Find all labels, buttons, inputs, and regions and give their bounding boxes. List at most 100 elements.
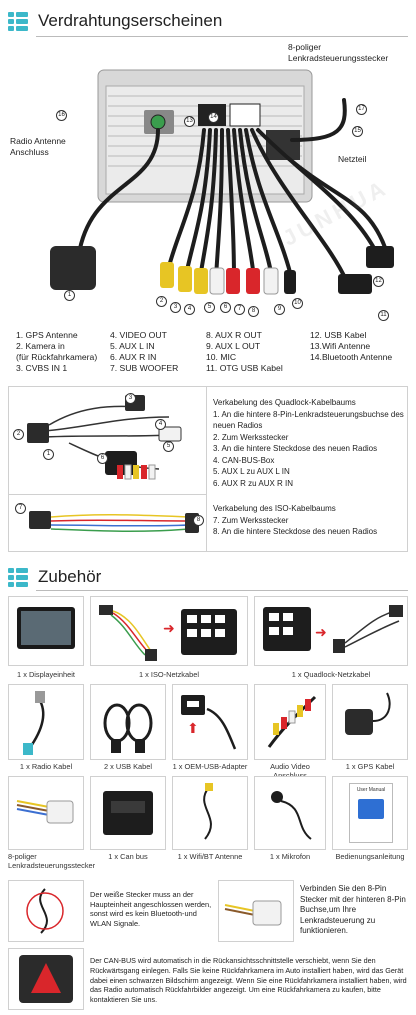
marker-9: 9 <box>274 304 285 315</box>
marker-3: 3 <box>170 302 181 313</box>
usb-cables-image <box>103 703 153 753</box>
note-wifi-text: Der weiße Stecker muss an der Haupteinhe… <box>90 890 212 928</box>
q-marker-3: 3 <box>125 393 136 404</box>
title-rule <box>36 590 408 591</box>
wiring-diagram: 8-poliger Lenkradsteuerungsstecker Radio… <box>8 40 408 322</box>
acc-caption: 1 x Radio Kabel <box>19 762 73 771</box>
quadlock-illustration: 2 3 4 5 6 1 <box>9 387 207 495</box>
av-cable-image <box>267 695 317 748</box>
acc-av-cable <box>254 684 326 760</box>
acc-display <box>8 596 84 666</box>
radio-cable-image <box>23 691 45 755</box>
acc-caption: 2 x USB Kabel <box>103 762 153 771</box>
acc-caption: 1 x Wifi/BT Antenne <box>177 852 243 861</box>
antenna-connector-label: Radio Antenne Anschluss <box>10 136 66 157</box>
marker-13: 13 <box>184 116 195 127</box>
marker-15: 15 <box>352 126 363 137</box>
q-marker-4: 4 <box>155 419 166 430</box>
manual-cover-art <box>358 799 384 819</box>
accessories-heading: Zubehör <box>38 567 102 586</box>
quadlock-harness-drawing <box>27 395 182 480</box>
marker-1: 1 <box>64 290 75 301</box>
marker-16: 16 <box>56 110 67 121</box>
quadlock-heading: Verkabelung des Quadlock-Kabelbaums <box>213 398 356 407</box>
iso-illustration: 7 8 <box>9 495 207 551</box>
list-icon <box>8 11 28 31</box>
svg-text:⬆: ⬆ <box>187 720 199 736</box>
acc-caption: 1 x Mikrofon <box>269 852 311 861</box>
acc-caption: 1 x OEM-USB-Adapter <box>172 762 248 771</box>
acc-caption: Bedienungsanleitung <box>335 852 405 861</box>
marker-11: 11 <box>378 310 389 321</box>
svg-text:➜: ➜ <box>163 620 175 636</box>
camera-warning-image <box>19 955 73 1003</box>
i-marker-7: 7 <box>15 503 26 514</box>
marker-17: 17 <box>356 104 367 115</box>
iso-cable-image: ➜ <box>99 605 237 661</box>
q-marker-5: 5 <box>163 441 174 452</box>
iso-description: Verkabelung des ISO-Kabelbaums 7. Zum We… <box>213 503 405 538</box>
acc-gps <box>332 684 408 760</box>
marker-8: 8 <box>248 306 259 317</box>
harness-panel: 2 3 4 5 6 1 7 8 Verkabelung des Quadlock… <box>8 386 408 552</box>
acc-caption: 8-poliger Lenkradsteuerungsstecker <box>8 852 96 870</box>
title-rule <box>36 36 408 37</box>
acc-canbus <box>90 776 166 850</box>
q-marker-6: 6 <box>97 453 108 464</box>
note-camera-text: Der CAN-BUS wird automatisch in die Rück… <box>90 956 407 1005</box>
acc-caption: 1 x ISO-Netzkabel <box>139 670 199 679</box>
i-marker-8: 8 <box>193 515 204 526</box>
acc-caption: Audio Video Anschluss <box>270 762 310 780</box>
marker-5: 5 <box>204 302 215 313</box>
acc-microphone <box>254 776 326 850</box>
wiring-illustration <box>50 69 394 295</box>
acc-8pin-connector <box>8 776 84 850</box>
canbus-box-image <box>103 791 153 835</box>
acc-iso-cable: ➜ <box>90 596 248 666</box>
acc-caption: 1 x GPS Kabel <box>345 762 395 771</box>
gps-antenna-image <box>345 692 391 735</box>
wiring-heading: Verdrahtungserscheinen <box>38 11 223 30</box>
steering-connector-label: 8-poliger Lenkradsteuerungsstecker <box>288 42 389 63</box>
acc-caption: 1 x Quadlock-Netzkabel <box>291 670 371 679</box>
note-8pin-text: Verbinden Sie den 8-Pin Stecker mit der … <box>300 884 406 935</box>
note-8pin-image <box>218 880 294 942</box>
acc-usb-cables <box>90 684 166 760</box>
iso-harness-drawing <box>29 511 199 533</box>
marker-4: 4 <box>184 304 195 315</box>
note-camera-image <box>8 948 84 1010</box>
quadlock-cable-image: ➜ <box>263 605 403 653</box>
acc-caption: 1 x Displayeinheit <box>17 670 75 679</box>
microphone-image <box>271 791 312 840</box>
acc-caption: 1 x Can bus <box>108 852 148 861</box>
marker-2: 2 <box>156 296 167 307</box>
acc-wifi-antenna <box>172 776 248 850</box>
manual-booklet: User Manual <box>349 783 393 843</box>
marker-6: 6 <box>220 302 231 313</box>
acc-quadlock-cable: ➜ <box>254 596 408 666</box>
8pin-plug-image <box>224 900 282 926</box>
acc-oem-usb: ⬆ <box>172 684 248 760</box>
list-icon <box>8 567 28 587</box>
acc-manual: User Manual <box>332 776 408 850</box>
wifi-plug-image <box>26 888 64 934</box>
wifi-antenna-image <box>203 783 213 840</box>
note-wifi-plug-image <box>8 880 84 942</box>
section-title-wiring: Verdrahtungserscheinen <box>8 6 222 36</box>
section-title-accessories: Zubehör <box>8 562 101 592</box>
q-marker-2: 2 <box>13 429 24 440</box>
svg-text:➜: ➜ <box>315 624 327 640</box>
acc-radio-cable <box>8 684 84 760</box>
quadlock-description: Verkabelung des Quadlock-Kabelbaums 1. A… <box>213 398 404 488</box>
iso-heading: Verkabelung des ISO-Kabelbaums <box>213 504 336 513</box>
display-unit-image <box>17 607 75 649</box>
manual-label: User Manual <box>356 787 386 793</box>
marker-10: 10 <box>292 298 303 309</box>
power-label: Netzteil <box>338 154 367 164</box>
marker-12: 12 <box>373 276 384 287</box>
marker-14: 14 <box>208 112 219 123</box>
